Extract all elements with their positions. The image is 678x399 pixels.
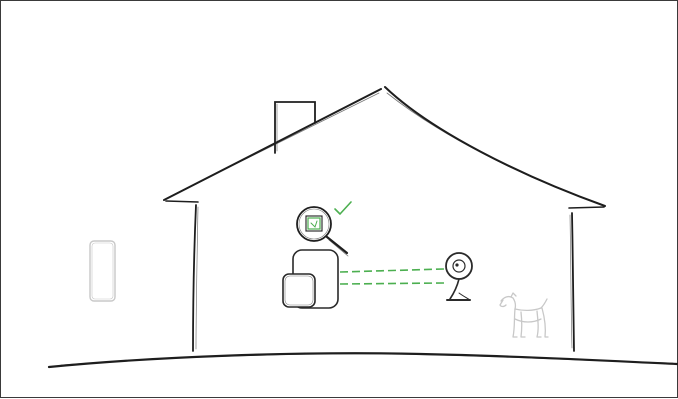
roof xyxy=(164,87,605,208)
check-icon xyxy=(335,202,351,214)
walls xyxy=(193,205,574,351)
dog-icon xyxy=(500,293,548,337)
connection-lines xyxy=(340,269,444,284)
phone-icon xyxy=(90,241,115,301)
ground-line xyxy=(49,353,677,367)
hub-icon xyxy=(283,250,338,308)
camera-icon xyxy=(446,253,472,300)
